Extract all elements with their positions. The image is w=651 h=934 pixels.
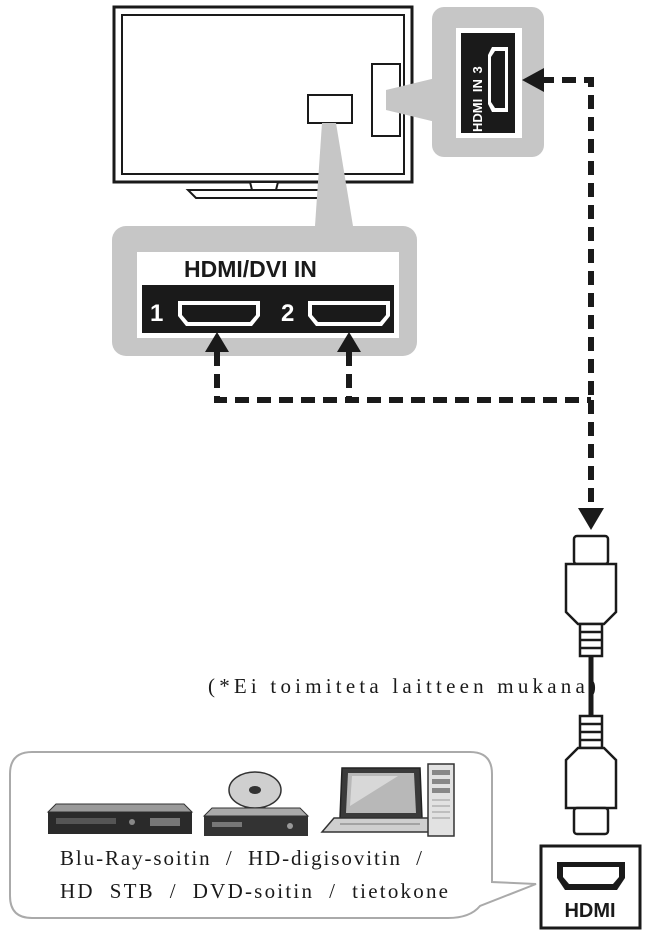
devices-line-2: HD STB / DVD-soitin / tietokone [60, 879, 448, 903]
main-title-hdmi: HDMI [184, 256, 243, 282]
line-port1 [214, 352, 591, 403]
port-2-label: 2 [281, 300, 294, 327]
cable-note: (*Ei toimiteta laitteen mukana) [208, 674, 596, 698]
hdmi-source-label: HDMI [564, 900, 615, 922]
pc-tower-icon [427, 763, 455, 837]
connection-lines [214, 77, 594, 510]
tv-rear-port-block [307, 94, 353, 124]
blu-ray-player-icon [46, 803, 194, 834]
devices-line-1: Blu-Ray-soitin / HD-digisovitin / [60, 846, 422, 870]
main-hdmi-panel: HDMI/DVI IN 1 2 [112, 226, 417, 356]
arrow-port2 [337, 332, 361, 352]
arrow-port3 [522, 68, 544, 92]
arrow-cable [578, 508, 604, 530]
port-1-label: 1 [150, 300, 163, 327]
side-hdmi-panel: HDMI IN 3 [432, 7, 544, 157]
side-panel-label: HDMI IN 3 [470, 66, 485, 132]
dvd-player-icon [202, 771, 310, 836]
main-panel-callout [315, 123, 353, 226]
side-panel-callout [386, 76, 444, 124]
laptop-icon [320, 767, 442, 833]
side-label-hdmi: HDMI [470, 99, 485, 132]
hdmi-cable [564, 534, 618, 836]
tv-screen [121, 14, 405, 175]
side-label-in: IN [470, 79, 485, 92]
main-panel-title: HDMI/DVI IN [184, 256, 317, 282]
arrow-port1 [205, 332, 229, 352]
line-port3 [540, 77, 594, 400]
main-title-rest: /DVI IN [243, 256, 317, 282]
tv-stand [248, 181, 280, 191]
tv [112, 5, 414, 199]
hdmi-source-box: HDMI [539, 844, 642, 930]
side-label-num: 3 [470, 66, 485, 73]
